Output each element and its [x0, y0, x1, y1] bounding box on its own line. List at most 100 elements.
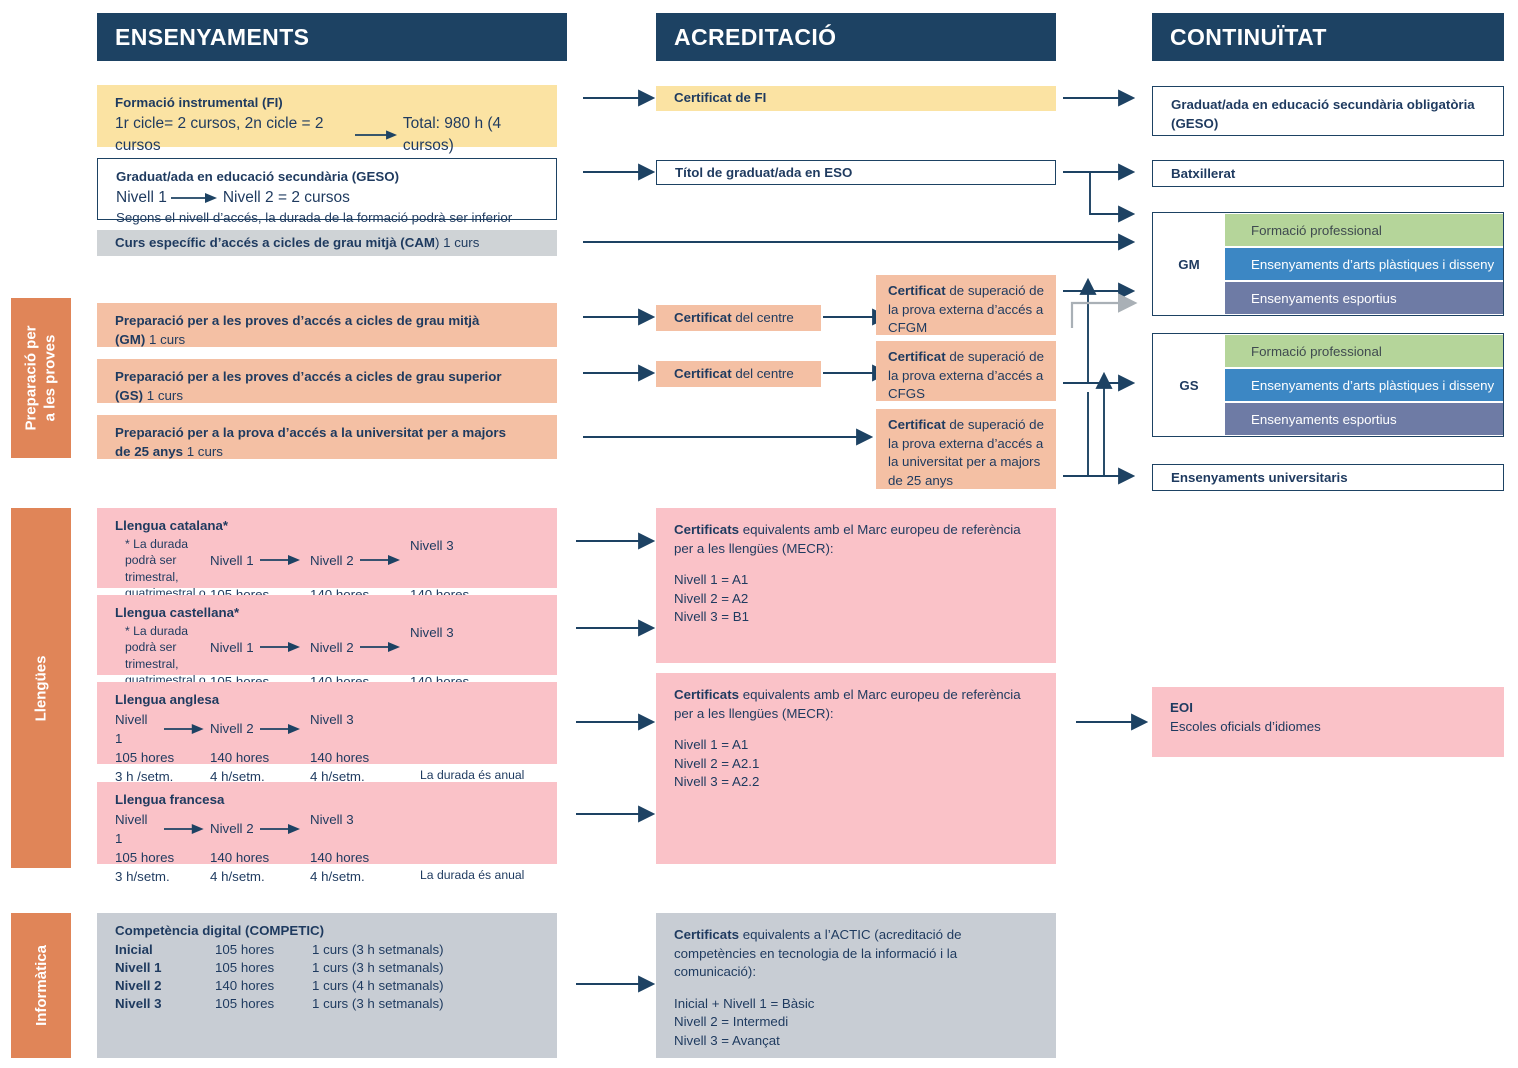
gs-row-esportius[interactable]: Ensenyaments esportius	[1225, 403, 1503, 435]
actic-row: Nivell 2 = Intermedi	[674, 1014, 789, 1029]
llengua-catalana-title: Llengua catalana*	[115, 518, 229, 533]
box-preparacio-gm[interactable]: Preparació per a les proves d’accés a ci…	[97, 303, 557, 347]
column-header-continuitat: CONTINUÏTAT	[1152, 13, 1504, 61]
prep-uni-line2: de 25 anys 1 curs	[115, 443, 223, 459]
box-llengua-castellana[interactable]: Llengua castellana* Nivell 1 Nivell 2 Ni…	[97, 595, 557, 720]
group-gs-label: GS	[1179, 377, 1199, 393]
llengua-francesa-levels: Nivell 1 Nivell 2 Nivell 3 105 hores 140…	[115, 810, 543, 886]
box-mecr-catala-castella[interactable]: Certificats equivalents amb el Marc euro…	[656, 508, 1056, 663]
box-mecr-anglesa-francesa[interactable]: Certificats equivalents amb el Marc euro…	[656, 673, 1056, 864]
box-actic[interactable]: Certificats equivalents a l’ACTIC (acred…	[656, 913, 1056, 1058]
mecr2-row: Nivell 1 = A1	[674, 737, 749, 752]
prep-uni-line1: Preparació per a la prova d’accés a la u…	[115, 425, 506, 440]
arrow-right-icon	[170, 192, 217, 203]
box-cam[interactable]: Curs específic d’accés a cicles de grau …	[97, 230, 557, 256]
competic-table: Inicial 105 hores 1 curs (3 h setmanals)…	[115, 941, 543, 1014]
group-gs[interactable]: GS Formació professional Ensenyaments d’…	[1152, 333, 1504, 437]
box-certificat-fi[interactable]: Certificat de FI	[656, 86, 1056, 111]
box-certificat-prova-universitat[interactable]: Certificat de superació de la prova exte…	[876, 409, 1056, 489]
box-certificat-centre-gs[interactable]: Certificat del centre	[656, 361, 821, 387]
gs-row-arts-plastiques[interactable]: Ensenyaments d’arts plàstiques i disseny	[1225, 369, 1503, 401]
continuitat-geso-label: Graduat/ada en educació secundària oblig…	[1171, 97, 1475, 131]
arrow-right-icon	[359, 642, 400, 653]
table-row: Nivell 1	[115, 959, 162, 975]
universitaris-label: Ensenyaments universitaris	[1171, 470, 1348, 485]
certificat-fi-label: Certificat de FI	[674, 90, 767, 105]
box-geso-ensenyament[interactable]: Graduat/ada en educació secundària (GESO…	[97, 158, 557, 225]
llengua-anglesa-note: La durada és anual	[420, 767, 525, 782]
column-header-continuitat-label: CONTINUÏTAT	[1170, 23, 1327, 50]
prep-gm-line1: Preparació per a les proves d’accés a ci…	[115, 313, 480, 328]
actic-row: Nivell 3 = Avançat	[674, 1032, 780, 1048]
side-category-informatica-label: Informàtica	[32, 945, 50, 1026]
gs-row-formacio-professional[interactable]: Formació professional	[1225, 335, 1503, 367]
geso-durations: Nivell 1 Nivell 2 = 2 cursos	[116, 188, 350, 206]
mecr2-row: Nivell 2 = A2.1	[674, 755, 760, 771]
side-category-llengues-label: Llengües	[32, 655, 50, 721]
mecr1-row: Nivell 3 = B1	[674, 609, 750, 624]
group-gm-label: GM	[1178, 256, 1200, 272]
prep-gs-line2: (GS) 1 curs	[115, 387, 183, 403]
group-gm[interactable]: GM Formació professional Ensenyaments d’…	[1152, 212, 1504, 316]
arrow-right-icon	[359, 555, 400, 566]
box-certificat-prova-cfgs[interactable]: Certificat de superació de la prova exte…	[876, 341, 1056, 401]
table-row: Nivell 2	[115, 978, 162, 994]
fi-durations: 1r cicle= 2 cursos, 2n cicle = 2 cursos …	[115, 114, 502, 154]
llengua-francesa-title: Llengua francesa	[115, 792, 225, 807]
box-llengua-francesa[interactable]: Llengua francesa Nivell 1 Nivell 2 Nivel…	[97, 782, 557, 884]
table-row: Nivell 3	[115, 996, 162, 1012]
box-preparacio-gs[interactable]: Preparació per a les proves d’accés a ci…	[97, 359, 557, 403]
box-preparacio-universitat[interactable]: Preparació per a la prova d’accés a la u…	[97, 415, 557, 459]
llengua-castellana-title: Llengua castellana*	[115, 605, 240, 620]
box-certificat-prova-cfgm[interactable]: Certificat de superació de la prova exte…	[876, 275, 1056, 335]
side-category-informatica: Informàtica	[11, 913, 71, 1058]
column-header-ensenyaments-label: ENSENYAMENTS	[115, 23, 310, 50]
arrow-right-icon	[259, 723, 300, 734]
box-competic[interactable]: Competència digital (COMPETIC) Inicial 1…	[97, 913, 557, 1058]
batxillerat-label: Batxillerat	[1171, 166, 1236, 181]
arrow-right-icon	[164, 723, 205, 734]
prep-gm-line2: (GM) 1 curs	[115, 331, 186, 347]
box-titol-eso[interactable]: Títol de graduat/ada en ESO	[656, 160, 1056, 185]
mecr1-row: Nivell 1 = A1	[674, 572, 749, 587]
arrow-right-icon	[355, 129, 398, 140]
box-ensenyaments-universitaris[interactable]: Ensenyaments universitaris	[1152, 464, 1504, 491]
geso-title: Graduat/ada en educació secundària (GESO…	[116, 169, 400, 184]
gm-row-formacio-professional[interactable]: Formació professional	[1225, 214, 1503, 246]
competic-title: Competència digital (COMPETIC)	[115, 923, 325, 938]
fi-title: Formació instrumental (FI)	[115, 95, 283, 110]
box-llengua-catalana[interactable]: Llengua catalana* Nivell 1 Nivell 2 Nive…	[97, 508, 557, 633]
eoi-label: Escoles oficials d’idiomes	[1170, 718, 1321, 734]
box-continuitat-geso[interactable]: Graduat/ada en educació secundària oblig…	[1152, 86, 1504, 136]
geso-note: Segons el nivell d’accés, la durada de l…	[116, 209, 513, 225]
llengua-anglesa-levels: Nivell 1 Nivell 2 Nivell 3 105 hores 140…	[115, 710, 543, 786]
mecr2-header: Certificats equivalents amb el Marc euro…	[674, 687, 1021, 721]
arrow-right-icon	[259, 823, 300, 834]
llengua-francesa-note: La durada és anual	[420, 867, 525, 882]
gm-row-esportius[interactable]: Ensenyaments esportius	[1225, 282, 1503, 314]
box-certificat-centre-gm[interactable]: Certificat del centre	[656, 305, 821, 331]
side-category-llengues: Llengües	[11, 508, 71, 868]
titol-eso-label: Títol de graduat/ada en ESO	[675, 165, 853, 180]
actic-row: Inicial + Nivell 1 = Bàsic	[674, 995, 815, 1011]
column-header-acreditacio-label: ACREDITACIÓ	[674, 23, 837, 50]
gm-row-arts-plastiques[interactable]: Ensenyaments d’arts plàstiques i disseny	[1225, 248, 1503, 280]
eoi-acronym: EOI	[1170, 700, 1193, 715]
cam-title: Curs específic d’accés a cicles de grau …	[115, 235, 480, 250]
mecr1-header: Certificats equivalents amb el Marc euro…	[674, 522, 1021, 556]
box-batxillerat[interactable]: Batxillerat	[1152, 160, 1504, 187]
table-row: Inicial	[115, 941, 153, 957]
prep-gs-line1: Preparació per a les proves d’accés a ci…	[115, 369, 502, 384]
column-header-ensenyaments: ENSENYAMENTS	[97, 13, 567, 61]
arrow-right-icon	[164, 823, 205, 834]
box-formacio-instrumental[interactable]: Formació instrumental (FI) 1r cicle= 2 c…	[97, 85, 557, 173]
arrow-right-icon	[259, 642, 300, 653]
mecr1-row: Nivell 2 = A2	[674, 590, 749, 606]
box-llengua-anglesa[interactable]: Llengua anglesa Nivell 1 Nivell 2 Nivell…	[97, 682, 557, 784]
column-header-acreditacio: ACREDITACIÓ	[656, 13, 1056, 61]
actic-header: Certificats equivalents a l’ACTIC (acred…	[674, 927, 962, 979]
box-eoi[interactable]: EOI Escoles oficials d’idiomes	[1152, 687, 1504, 757]
